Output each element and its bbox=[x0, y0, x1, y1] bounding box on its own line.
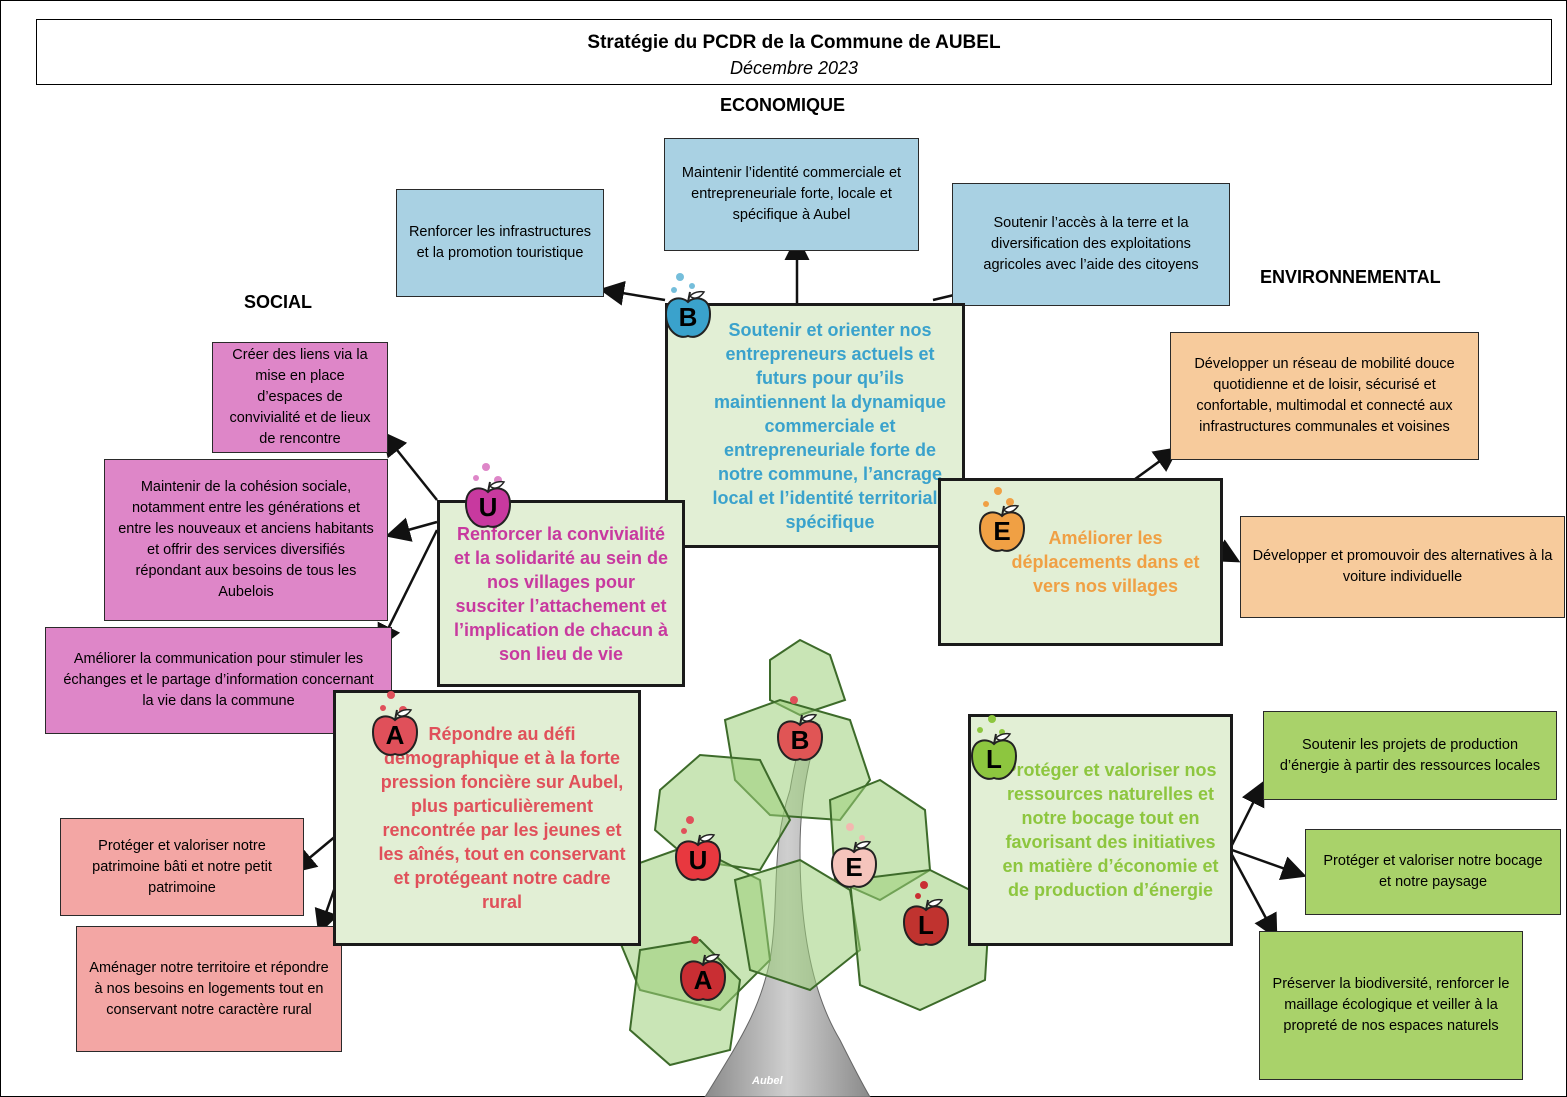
apple-u-letter: U bbox=[478, 492, 498, 522]
page-subtitle: Décembre 2023 bbox=[729, 58, 859, 78]
objective-a1: Protéger et valoriser notre patrimoine b… bbox=[60, 818, 304, 916]
objective-l2: Protéger et valoriser notre bocage et no… bbox=[1305, 829, 1561, 915]
tree-apple-e-icon: E bbox=[826, 822, 882, 892]
apple-b-letter: B bbox=[678, 302, 698, 332]
apple-e-icon: E bbox=[974, 486, 1030, 556]
strategy-b-text: Soutenir et orienter nos entrepreneurs a… bbox=[712, 319, 948, 532]
tree-apple-u-letter: U bbox=[688, 845, 708, 875]
tree-apple-b-icon: B bbox=[772, 695, 828, 765]
apple-l-icon: L bbox=[966, 714, 1022, 784]
objective-u2: Maintenir de la cohésion sociale, notamm… bbox=[104, 459, 388, 621]
strategy-a-text: Répondre au défi démographique et à la f… bbox=[378, 724, 626, 912]
title-box: Stratégie du PCDR de la Commune de AUBEL… bbox=[36, 19, 1552, 85]
objective-b3: Soutenir l’accès à la terre et la divers… bbox=[952, 183, 1230, 306]
strategy-e-text: Améliorer les déplacements dans et vers … bbox=[1011, 528, 1200, 596]
tree-apple-a-icon: A bbox=[675, 935, 731, 1005]
tree-apple-a-letter: A bbox=[693, 965, 713, 995]
apple-b-icon: B bbox=[660, 272, 716, 342]
strategy-l-text: Protéger et valoriser nos ressources nat… bbox=[1002, 760, 1219, 900]
pillar-economique: ECONOMIQUE bbox=[720, 95, 846, 115]
arrow-l-to-l3 bbox=[1230, 854, 1278, 940]
arrow-b-to-b1 bbox=[599, 280, 666, 306]
tree-apple-b-letter: B bbox=[790, 725, 810, 755]
tree-apple-e-letter: E bbox=[845, 852, 863, 882]
tree-apple-u-icon: U bbox=[670, 815, 726, 885]
strategy-u-text: Renforcer la convivialité et la solidari… bbox=[453, 523, 669, 664]
objective-a2: Aménager notre territoire et répondre à … bbox=[76, 926, 342, 1052]
arrow-u-to-u2 bbox=[385, 517, 438, 542]
pillar-environnemental: ENVIRONNEMENTAL bbox=[1260, 267, 1441, 287]
objective-e2: Développer et promouvoir des alternative… bbox=[1240, 516, 1565, 618]
page-title: Stratégie du PCDR de la Commune de AUBEL bbox=[587, 32, 1001, 53]
arrow-l-to-l2 bbox=[1231, 848, 1307, 881]
strategy-u-box: Renforcer la convivialité et la solidari… bbox=[437, 500, 685, 687]
arrow-l-to-l1 bbox=[1230, 780, 1265, 846]
objective-u1: Créer des liens via la mise en place d’e… bbox=[212, 342, 388, 453]
tree-apple-l-letter: L bbox=[918, 910, 934, 940]
objective-b2: Maintenir l’identité commerciale et entr… bbox=[664, 138, 919, 251]
tree-apple-l-icon: L bbox=[898, 880, 954, 950]
objective-l3: Préserver la biodiversité, renforcer le … bbox=[1259, 931, 1523, 1080]
apple-a-icon: A bbox=[367, 690, 423, 760]
strategy-b-box: Soutenir et orienter nos entrepreneurs a… bbox=[665, 303, 965, 548]
apple-u-icon: U bbox=[460, 462, 516, 532]
arrow-u-to-u1 bbox=[381, 431, 438, 501]
aubel-logo: Aubel bbox=[752, 1075, 783, 1087]
pillar-social: SOCIAL bbox=[244, 292, 313, 312]
objective-e1: Développer un réseau de mobilité douce q… bbox=[1170, 332, 1479, 460]
apple-a-letter: A bbox=[385, 720, 405, 750]
apple-e-letter: E bbox=[993, 516, 1011, 546]
objective-b1: Renforcer les infrastructures et la prom… bbox=[396, 189, 604, 297]
arrow-u-to-u3 bbox=[377, 529, 439, 650]
objective-u3: Améliorer la communication pour stimuler… bbox=[45, 627, 392, 734]
objective-l1: Soutenir les projets de production d’éne… bbox=[1263, 711, 1557, 800]
apple-l-letter: L bbox=[986, 744, 1002, 774]
